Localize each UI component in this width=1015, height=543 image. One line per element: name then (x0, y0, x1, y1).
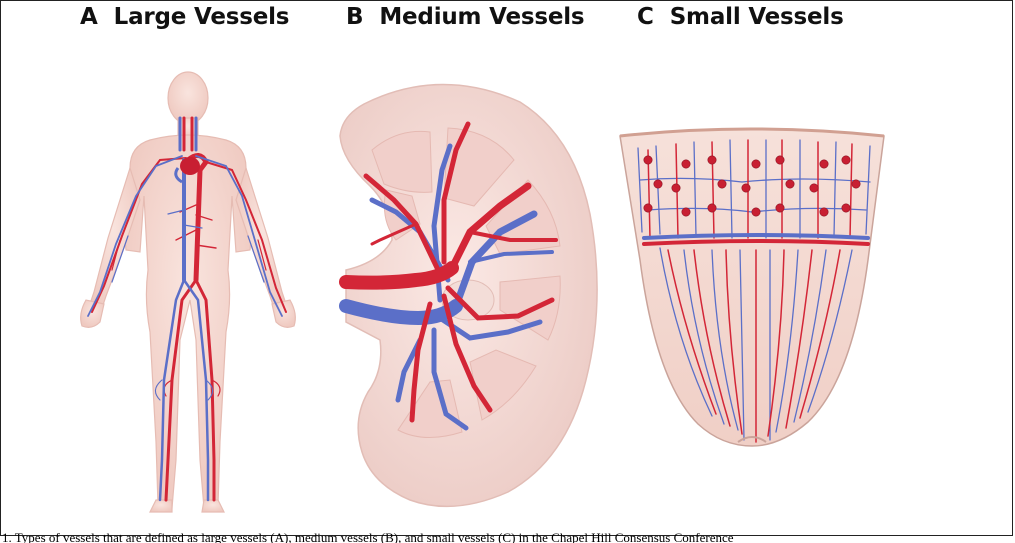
panel-c-letter: C (637, 4, 654, 30)
glomeruli (643, 155, 861, 217)
glomerulus (671, 183, 681, 193)
glomerulus (851, 179, 861, 189)
small-vessel-illustration (619, 127, 885, 447)
glomerulus (775, 203, 785, 213)
panel-b-title: B Medium Vessels (346, 4, 585, 30)
panel-c-title: C Small Vessels (637, 4, 844, 30)
glomerulus (681, 159, 691, 169)
renal-arteries (339, 121, 558, 423)
glomerulus (751, 207, 761, 217)
glomerulus (841, 155, 851, 165)
glomerulus (809, 183, 819, 193)
body-illustration (80, 71, 296, 513)
glomerulus (819, 159, 829, 169)
glomerulus (643, 203, 653, 213)
heart-icon (174, 157, 200, 184)
glomerulus (841, 203, 851, 213)
glomerulus (819, 207, 829, 217)
glomerulus (775, 155, 785, 165)
glomerulus (741, 183, 751, 193)
glomerulus (707, 155, 717, 165)
glomerulus (643, 155, 653, 165)
panel-b-letter: B (346, 4, 364, 30)
glomerulus (751, 159, 761, 169)
caption-text: 1. Types of vessels that are defined as … (2, 533, 734, 543)
figure-caption: 1. Types of vessels that are defined as … (2, 533, 1012, 543)
arcuate-vessels (642, 233, 870, 246)
glomerulus (707, 203, 717, 213)
panel-c-label: Small Vessels (669, 4, 844, 30)
glomerulus (717, 179, 727, 189)
panel-a-label: Large Vessels (113, 4, 290, 30)
small-veins (637, 139, 871, 441)
kidney-illustration (339, 83, 598, 508)
glomerulus (653, 179, 663, 189)
body-veins (87, 116, 283, 502)
panel-a-letter: A (80, 4, 98, 30)
glomerulus (785, 179, 795, 189)
panel-a-title: A Large Vessels (80, 4, 289, 30)
glomerulus (681, 207, 691, 217)
panel-b-label: Medium Vessels (379, 4, 585, 30)
